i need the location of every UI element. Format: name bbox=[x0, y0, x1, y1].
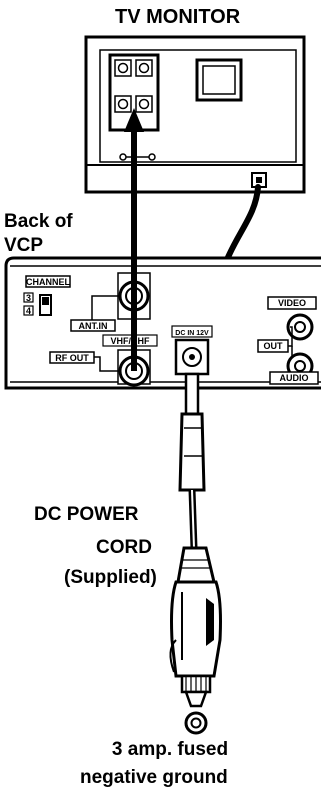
supplied-label: (Supplied) bbox=[64, 567, 157, 588]
channel-4-label: 4 bbox=[26, 306, 31, 316]
vcp-back-panel: CHANNEL 3 4 ANT.IN VHF/UHF RF OUT DC IN … bbox=[4, 256, 321, 390]
lighter-socket-icon bbox=[184, 711, 208, 735]
channel-3-label: 3 bbox=[26, 293, 31, 303]
rf-out-label: RF OUT bbox=[55, 353, 89, 363]
dc-power-label: DC POWER bbox=[34, 504, 139, 525]
vhf-uhf-label: VHF/UHF bbox=[111, 336, 150, 346]
tv-monitor-label: TV MONITOR bbox=[115, 6, 241, 28]
tv-monitor bbox=[84, 35, 306, 265]
arrow-up-icon bbox=[124, 108, 144, 132]
tv-power-cable bbox=[223, 184, 261, 265]
cigarette-lighter-plug bbox=[169, 546, 222, 708]
vcp-label: VCP bbox=[4, 235, 44, 256]
video-label: VIDEO bbox=[278, 298, 306, 308]
dc-in-label: DC IN 12V bbox=[175, 330, 209, 337]
out-label: OUT bbox=[264, 341, 284, 351]
dc-power-cord bbox=[178, 372, 206, 549]
audio-label: AUDIO bbox=[280, 373, 309, 383]
ground-label: negative ground bbox=[80, 767, 228, 788]
cord-label: CORD bbox=[96, 537, 152, 558]
back-of-label: Back of bbox=[4, 211, 73, 232]
fuse-label: 3 amp. fused bbox=[111, 739, 229, 760]
ant-in-label: ANT.IN bbox=[79, 321, 108, 331]
rf-cable bbox=[124, 108, 144, 371]
tv-antenna-terminal bbox=[108, 53, 160, 132]
channel-label: CHANNEL bbox=[26, 277, 71, 287]
